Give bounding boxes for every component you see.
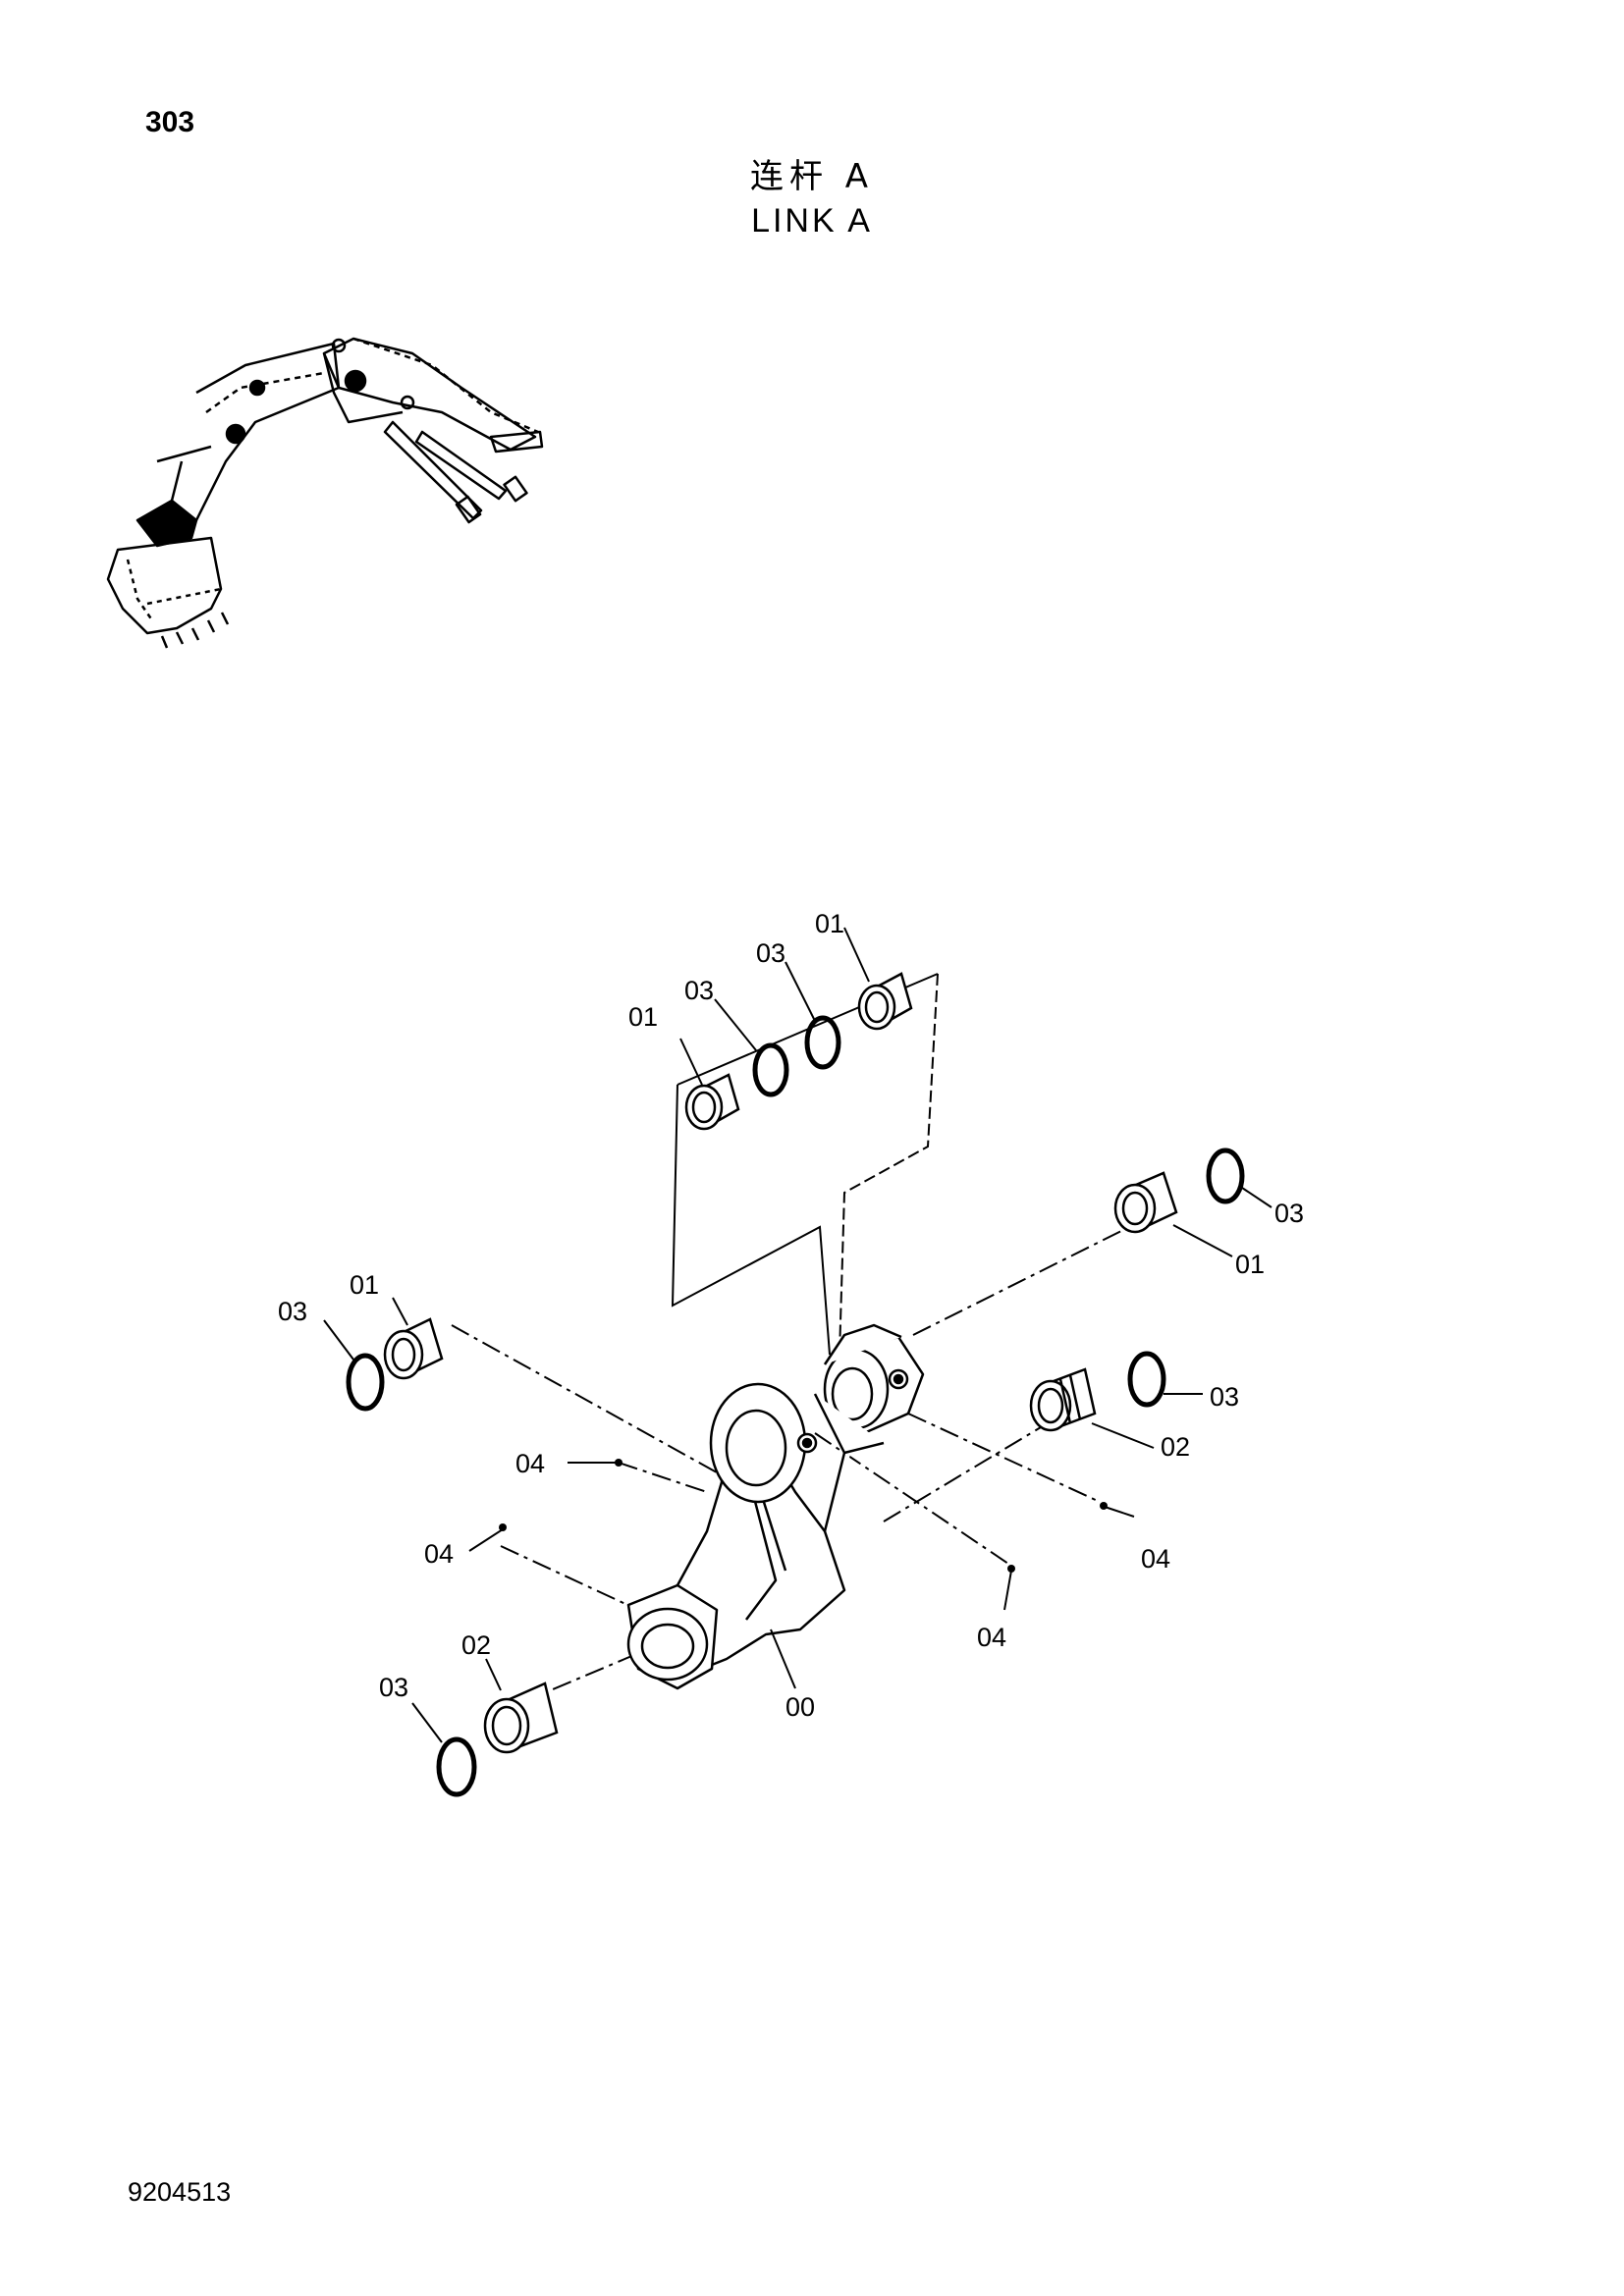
callout-01: 01 <box>628 1002 658 1032</box>
callout-04: 04 <box>977 1623 1006 1652</box>
callout-01: 01 <box>815 909 844 938</box>
title-english: LINK A <box>751 202 873 240</box>
callout-02: 02 <box>461 1630 491 1660</box>
callout-03: 03 <box>278 1297 307 1326</box>
callout-03: 03 <box>684 976 714 1005</box>
link-body <box>626 1323 925 1690</box>
part-callouts: 00 01 01 01 01 02 02 03 03 03 03 03 03 0… <box>278 909 1304 1722</box>
callout-01: 01 <box>350 1270 379 1300</box>
seal-rings <box>346 1015 1245 1797</box>
assembly-guide-lines <box>451 973 1150 1704</box>
callout-00: 00 <box>785 1692 815 1722</box>
excavator-arm-thumbnail <box>106 337 544 649</box>
callout-03: 03 <box>379 1673 408 1702</box>
callout-04: 04 <box>515 1449 545 1478</box>
grease-fitting-dots <box>499 1459 1108 1573</box>
callout-02: 02 <box>1161 1432 1190 1462</box>
callout-01: 01 <box>1235 1250 1265 1279</box>
callout-04: 04 <box>424 1539 454 1569</box>
callout-03: 03 <box>1274 1199 1304 1228</box>
drawing-number: 9204513 <box>128 2177 232 2207</box>
leader-lines <box>323 927 1272 1743</box>
bushings <box>383 972 1178 1754</box>
callout-03: 03 <box>1210 1382 1239 1412</box>
callout-03: 03 <box>756 938 785 968</box>
callout-04: 04 <box>1141 1544 1170 1574</box>
page-number: 303 <box>145 106 195 138</box>
title-chinese: 连杆 A <box>749 157 875 196</box>
